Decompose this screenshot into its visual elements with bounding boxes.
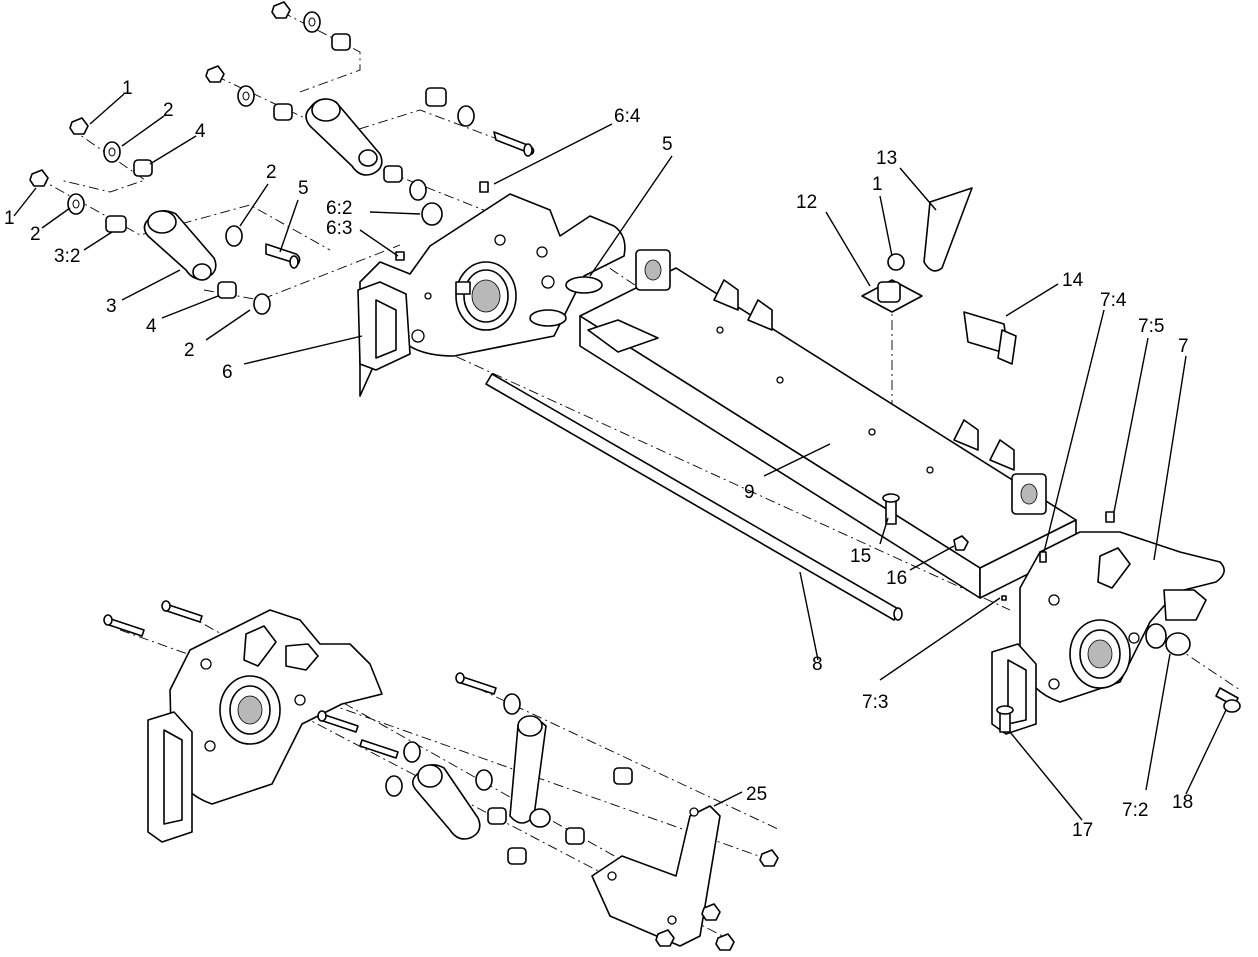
leader-lines bbox=[13, 93, 1227, 821]
callout-14: 14 bbox=[1062, 270, 1084, 291]
left-side-plate bbox=[357, 181, 626, 397]
callout-18: 18 bbox=[1172, 792, 1193, 813]
callout-3: 3 bbox=[106, 296, 117, 317]
callout-7-3: 7:3 bbox=[862, 692, 888, 713]
callout-7-2: 7:2 bbox=[1122, 800, 1148, 821]
callout-labels: 1 2 4 1 2 3:2 2 5 3 4 2 6:4 5 6:2 6:3 6 … bbox=[4, 78, 1193, 841]
callout-1-left: 1 bbox=[4, 208, 15, 229]
callout-6: 6 bbox=[222, 362, 233, 383]
main-frame-beam bbox=[579, 249, 1077, 599]
callout-5-left: 5 bbox=[298, 178, 309, 199]
right-side-plate bbox=[991, 511, 1241, 735]
lower-side-plate bbox=[103, 600, 383, 843]
callout-5-right: 5 bbox=[662, 134, 673, 155]
callout-12: 12 bbox=[796, 192, 817, 213]
callout-9: 9 bbox=[744, 482, 755, 503]
lower-link-hardware bbox=[317, 672, 779, 951]
upper-link-hardware bbox=[29, 1, 535, 315]
callout-1-latch: 1 bbox=[872, 174, 883, 195]
callout-3-2: 3:2 bbox=[54, 246, 80, 267]
callout-7-5: 7:5 bbox=[1138, 316, 1164, 337]
callout-2-top: 2 bbox=[163, 100, 174, 121]
callout-6-4: 6:4 bbox=[614, 106, 641, 127]
callout-25: 25 bbox=[746, 784, 767, 805]
callout-15: 15 bbox=[850, 546, 871, 567]
callout-2-left: 2 bbox=[30, 224, 41, 245]
callout-8: 8 bbox=[812, 654, 823, 675]
callout-6-3: 6:3 bbox=[326, 218, 352, 239]
callout-6-2: 6:2 bbox=[326, 198, 352, 219]
latch-assembly bbox=[861, 187, 1017, 551]
callout-7-4: 7:4 bbox=[1100, 290, 1127, 311]
callout-7: 7 bbox=[1178, 336, 1189, 357]
callout-2-mid: 2 bbox=[266, 162, 277, 183]
callout-4-top: 4 bbox=[195, 121, 206, 142]
cross-rod bbox=[485, 373, 903, 621]
callout-17: 17 bbox=[1072, 820, 1093, 841]
callout-4-low: 4 bbox=[146, 316, 157, 337]
callout-13: 13 bbox=[876, 148, 897, 169]
callout-1-top: 1 bbox=[122, 78, 133, 99]
callout-16: 16 bbox=[886, 568, 907, 589]
callout-2-low: 2 bbox=[184, 340, 195, 361]
